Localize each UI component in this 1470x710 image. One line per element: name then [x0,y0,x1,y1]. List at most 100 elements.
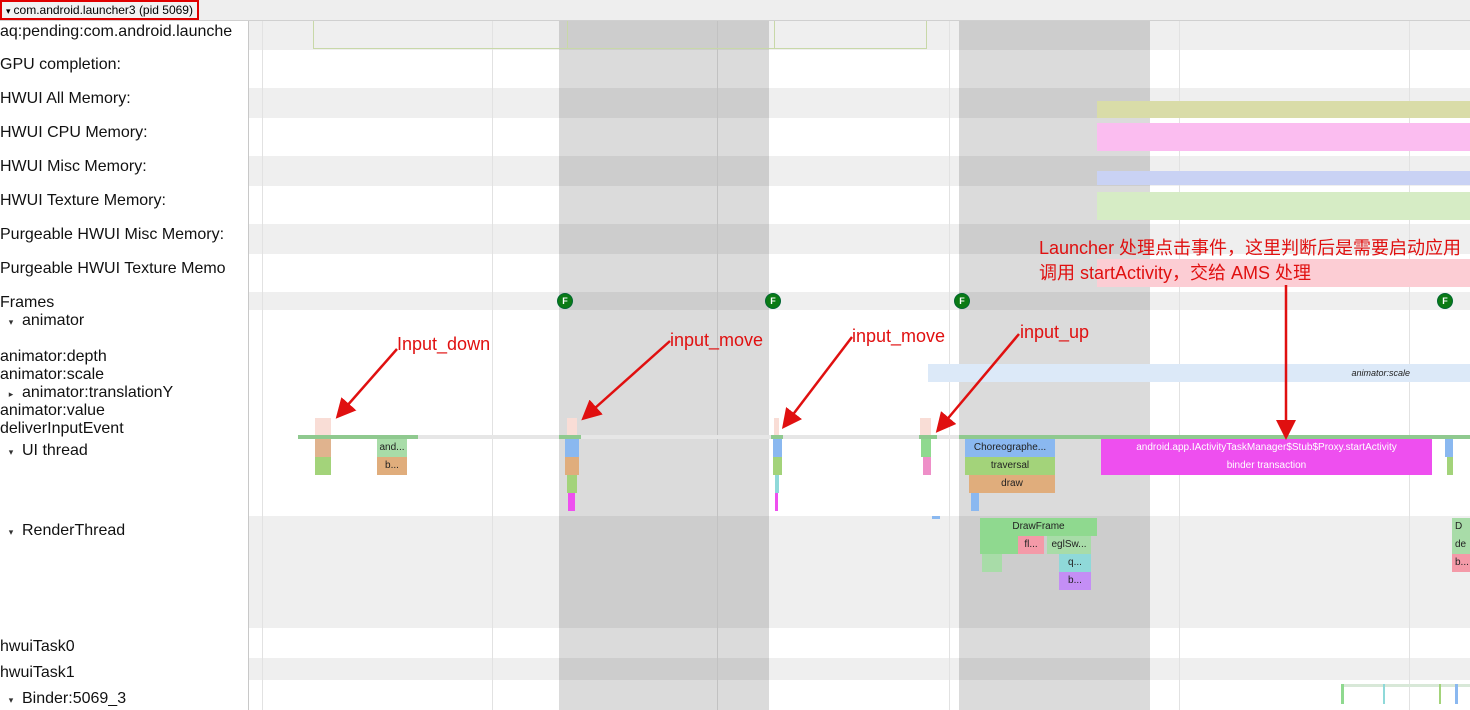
ui-thread-running-strip [959,435,1470,439]
process-header[interactable]: ▾com.android.launcher3 (pid 5069) [0,0,1470,21]
ui-slice-start-activity[interactable]: android.app.IActivityTaskManager$Stub$Pr… [1101,439,1432,457]
ui-slice[interactable] [921,439,931,457]
rt-slice-fl[interactable]: fl... [1018,536,1044,554]
ui-slice[interactable] [773,439,782,457]
purgeable-texture-memory-bar[interactable] [1097,259,1470,287]
frame-marker-icon[interactable]: F [765,293,781,309]
ui-slice[interactable] [775,493,778,511]
row-band [249,21,1470,50]
rt-slice-b3[interactable]: b... [1452,554,1470,572]
track-label-hwui-all-memory[interactable]: HWUI All Memory: [0,90,131,107]
track-label-gpu-completion[interactable]: GPU completion: [0,56,121,73]
track-label-purgeable-misc[interactable]: Purgeable HWUI Misc Memory: [0,226,225,243]
rt-slice-q[interactable]: q... [1059,554,1091,572]
expand-triangle-icon[interactable]: ▾ [8,527,14,537]
ui-slice[interactable] [315,457,331,475]
annotation-input-down: Input_down [397,334,491,354]
hwui-texture-memory-bar[interactable] [1097,192,1470,220]
hwui-cpu-memory-bar[interactable] [1097,123,1470,151]
deliver-input-slice[interactable] [774,418,779,435]
frame-marker-icon[interactable]: F [954,293,970,309]
track-group-animator[interactable]: ▾ animator [0,312,85,331]
ui-slice[interactable] [1445,439,1453,457]
deliver-input-slice[interactable] [920,418,931,435]
binder-slice[interactable] [1383,684,1385,704]
rt-slice[interactable] [982,554,1002,572]
binder-slice[interactable] [1341,684,1344,704]
rt-slice-d[interactable]: D [1452,518,1470,536]
track-group-render-thread[interactable]: ▾RenderThread [0,522,125,541]
track-label-animator-translation: animator:translationY [22,384,174,401]
selection-highlight[interactable] [559,21,769,710]
ui-slice-draw[interactable]: draw [969,475,1055,493]
ui-slice[interactable] [773,457,782,475]
binder-slice[interactable] [1455,684,1458,704]
ui-slice-binder-transaction[interactable]: binder transaction [1101,457,1432,475]
annotation-launcher-line1: Launcher 处理点击事件，这里判断后是需要启动应用 [1039,238,1462,258]
track-label-animator-depth[interactable]: animator:depth [0,348,107,365]
arrow-input-move-1 [581,340,671,421]
rt-slice-egl-swap[interactable]: eglSw... [1047,536,1091,554]
ui-slice[interactable] [1447,457,1453,475]
hwui-misc-memory-bar[interactable] [1097,171,1470,185]
process-name: com.android.launcher3 (pid 5069) [13,3,193,17]
frame-marker-icon[interactable]: F [557,293,573,309]
arrow-input-move-2 [781,336,853,429]
track-label-hwui-texture-memory[interactable]: HWUI Texture Memory: [0,192,166,209]
process-title[interactable]: ▾com.android.launcher3 (pid 5069) [0,0,199,20]
ui-thread-running-strip [771,435,783,439]
collapse-triangle-icon[interactable]: ▸ [8,389,14,399]
collapse-triangle-icon[interactable]: ▾ [6,6,11,16]
binder-slice[interactable] [1439,684,1441,704]
ui-thread-running-strip [919,435,937,439]
track-label-hwui-misc-memory[interactable]: HWUI Misc Memory: [0,158,147,175]
track-label-animator-value[interactable]: animator:value [0,402,105,419]
track-label-animator: animator [22,312,85,329]
annotation-arrows [335,285,1296,440]
ui-slice[interactable] [775,475,779,493]
rt-slice-drawframe[interactable]: DrawFrame [980,518,1097,536]
rt-slice-b[interactable]: b... [1059,572,1091,590]
hwui-all-memory-bar[interactable] [1097,101,1470,118]
track-label-hwui-task1[interactable]: hwuiTask1 [0,664,75,681]
track-group-animator-translation[interactable]: ▸ animator:translationY [0,384,173,403]
track-label-animator-scale[interactable]: animator:scale [0,366,105,383]
binder-thread-state [1341,684,1470,687]
track-label-hwui-cpu-memory[interactable]: HWUI CPU Memory: [0,124,148,141]
track-label-aq-pending[interactable]: aq:pending:com.android.launche [0,23,233,40]
ui-thread-running-strip [298,435,418,439]
ui-slice[interactable] [568,493,575,511]
track-label-hwui-task0[interactable]: hwuiTask0 [0,638,75,655]
expand-triangle-icon[interactable]: ▾ [8,447,14,457]
ui-slice[interactable] [565,439,579,457]
timeline-area[interactable]: F F F F animator:scale and... b... Chore… [249,21,1470,710]
frame-marker-icon[interactable]: F [1437,293,1453,309]
ui-slice[interactable] [315,439,331,457]
animator-scale-slice[interactable]: animator:scale [928,364,1470,382]
rt-slice[interactable] [980,536,1018,554]
ui-slice-traversal[interactable]: traversal [965,457,1055,475]
ui-slice[interactable] [971,493,979,511]
track-group-binder[interactable]: ▾ Binder:5069_3 [0,690,126,709]
track-labels-panel: aq:pending:com.android.launche GPU compl… [0,21,249,710]
annotation-input-up: input_up [1020,322,1090,342]
track-label-deliver-input[interactable]: deliverInputEvent [0,420,124,437]
arrow-input-down [335,348,398,419]
ui-slice[interactable] [923,457,931,475]
rt-slice-de[interactable]: de [1452,536,1470,554]
deliver-input-slice[interactable] [567,418,577,435]
track-label-frames[interactable]: Frames [0,294,55,311]
track-label-purgeable-texture[interactable]: Purgeable HWUI Texture Memo [0,260,226,277]
ui-slice-b[interactable]: b... [377,457,407,475]
track-label-binder: Binder:5069_3 [22,690,127,707]
expand-triangle-icon[interactable]: ▾ [8,317,14,327]
aq-pending-slice[interactable] [313,21,927,49]
track-group-ui-thread[interactable]: ▾UI thread [0,442,88,461]
ui-slice[interactable] [565,457,579,475]
row-band [249,224,1470,254]
expand-triangle-icon[interactable]: ▾ [8,695,14,705]
ui-slice[interactable] [567,475,577,493]
deliver-input-slice[interactable] [315,418,331,435]
ui-slice-and[interactable]: and... [377,439,407,457]
ui-slice-choreographer[interactable]: Choreographe... [965,439,1055,457]
